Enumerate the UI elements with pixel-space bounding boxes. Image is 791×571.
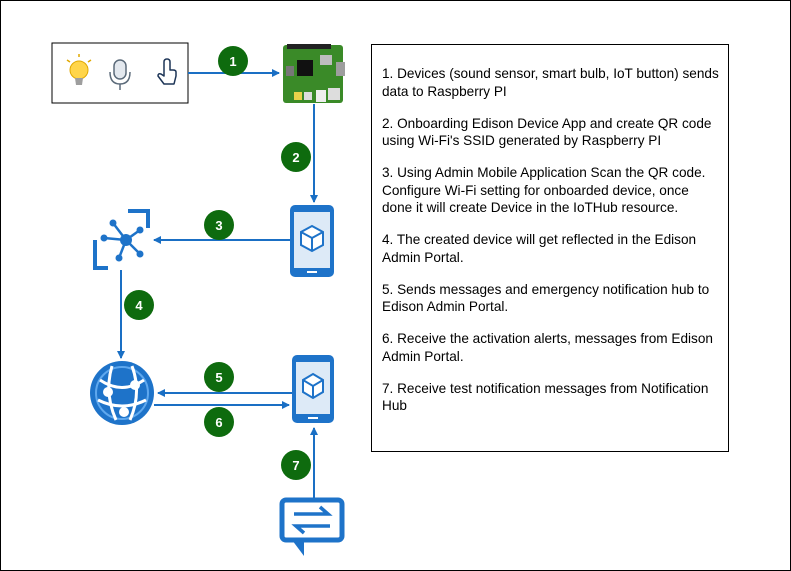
svg-text:2: 2 <box>292 150 299 165</box>
step-1-text: 1. Devices (sound sensor, smart bulb, Io… <box>382 66 719 99</box>
step-6-text: 6. Receive the activation alerts, messag… <box>382 331 713 364</box>
web-app-icon <box>90 361 154 425</box>
svg-text:7: 7 <box>292 458 299 473</box>
step-7-text: 7. Receive test notification messages fr… <box>382 380 709 414</box>
step-3-text: 3. Using Admin Mobile Application Scan t… <box>382 165 706 215</box>
svg-text:6: 6 <box>215 415 222 430</box>
iot-hub-icon <box>93 209 150 270</box>
svg-text:5: 5 <box>215 370 222 385</box>
step-badge-2: 2 <box>281 142 311 172</box>
notification-hub-icon <box>279 497 345 556</box>
svg-text:4: 4 <box>135 298 143 313</box>
step-badge-3: 3 <box>204 210 234 240</box>
step-4-text: 4. The created device will get reflected… <box>382 232 697 265</box>
mobile-app-icon <box>290 205 334 277</box>
step-badge-7: 7 <box>281 450 311 480</box>
step-badge-1: 1 <box>218 46 248 76</box>
hand-pointer-icon <box>157 58 177 85</box>
devices-group <box>51 42 189 104</box>
microphone-icon <box>109 59 131 90</box>
mobile-app-icon-2 <box>292 355 334 423</box>
step-2-text: 2. Onboarding Edison Device App and crea… <box>382 115 712 149</box>
step-badge-6: 6 <box>204 407 234 437</box>
svg-text:3: 3 <box>215 218 222 233</box>
raspberry-pi-icon <box>283 44 345 103</box>
step-badge-4: 4 <box>124 290 154 320</box>
bulb-icon <box>66 54 92 85</box>
steps-panel: 1. Devices (sound sensor, smart bulb, Io… <box>371 44 729 452</box>
svg-text:1: 1 <box>229 54 236 69</box>
step-badge-5: 5 <box>204 362 234 392</box>
connector-arrows <box>117 69 318 498</box>
step-5-text: 5. Sends messages and emergency notifica… <box>382 281 710 315</box>
